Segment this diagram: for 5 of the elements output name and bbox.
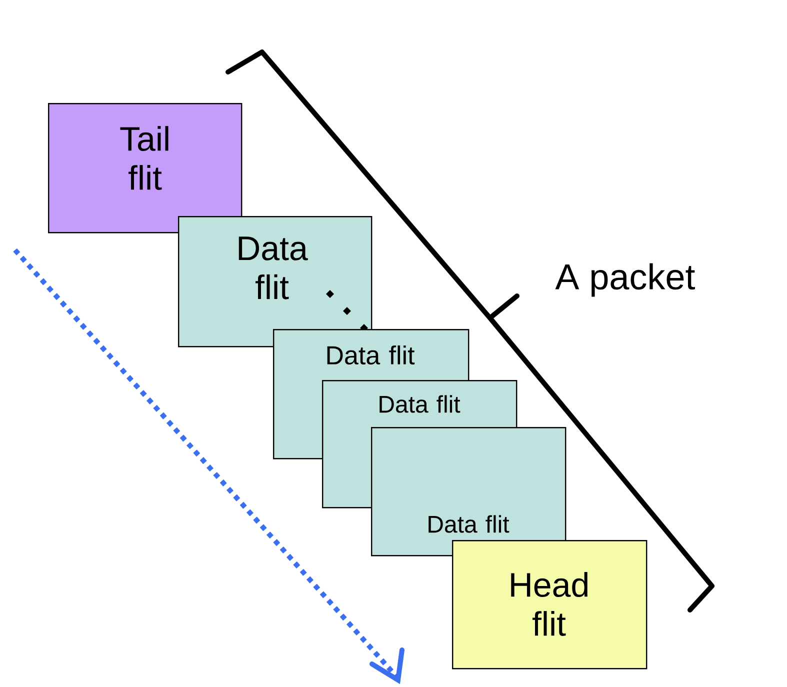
flit-box: Tail flit [48,103,242,234]
flit-box: Data flit [371,427,566,556]
bracket-label: A packet [555,263,695,297]
flit-box: Data flit [178,216,372,348]
flit-box: Head flit [452,540,648,670]
